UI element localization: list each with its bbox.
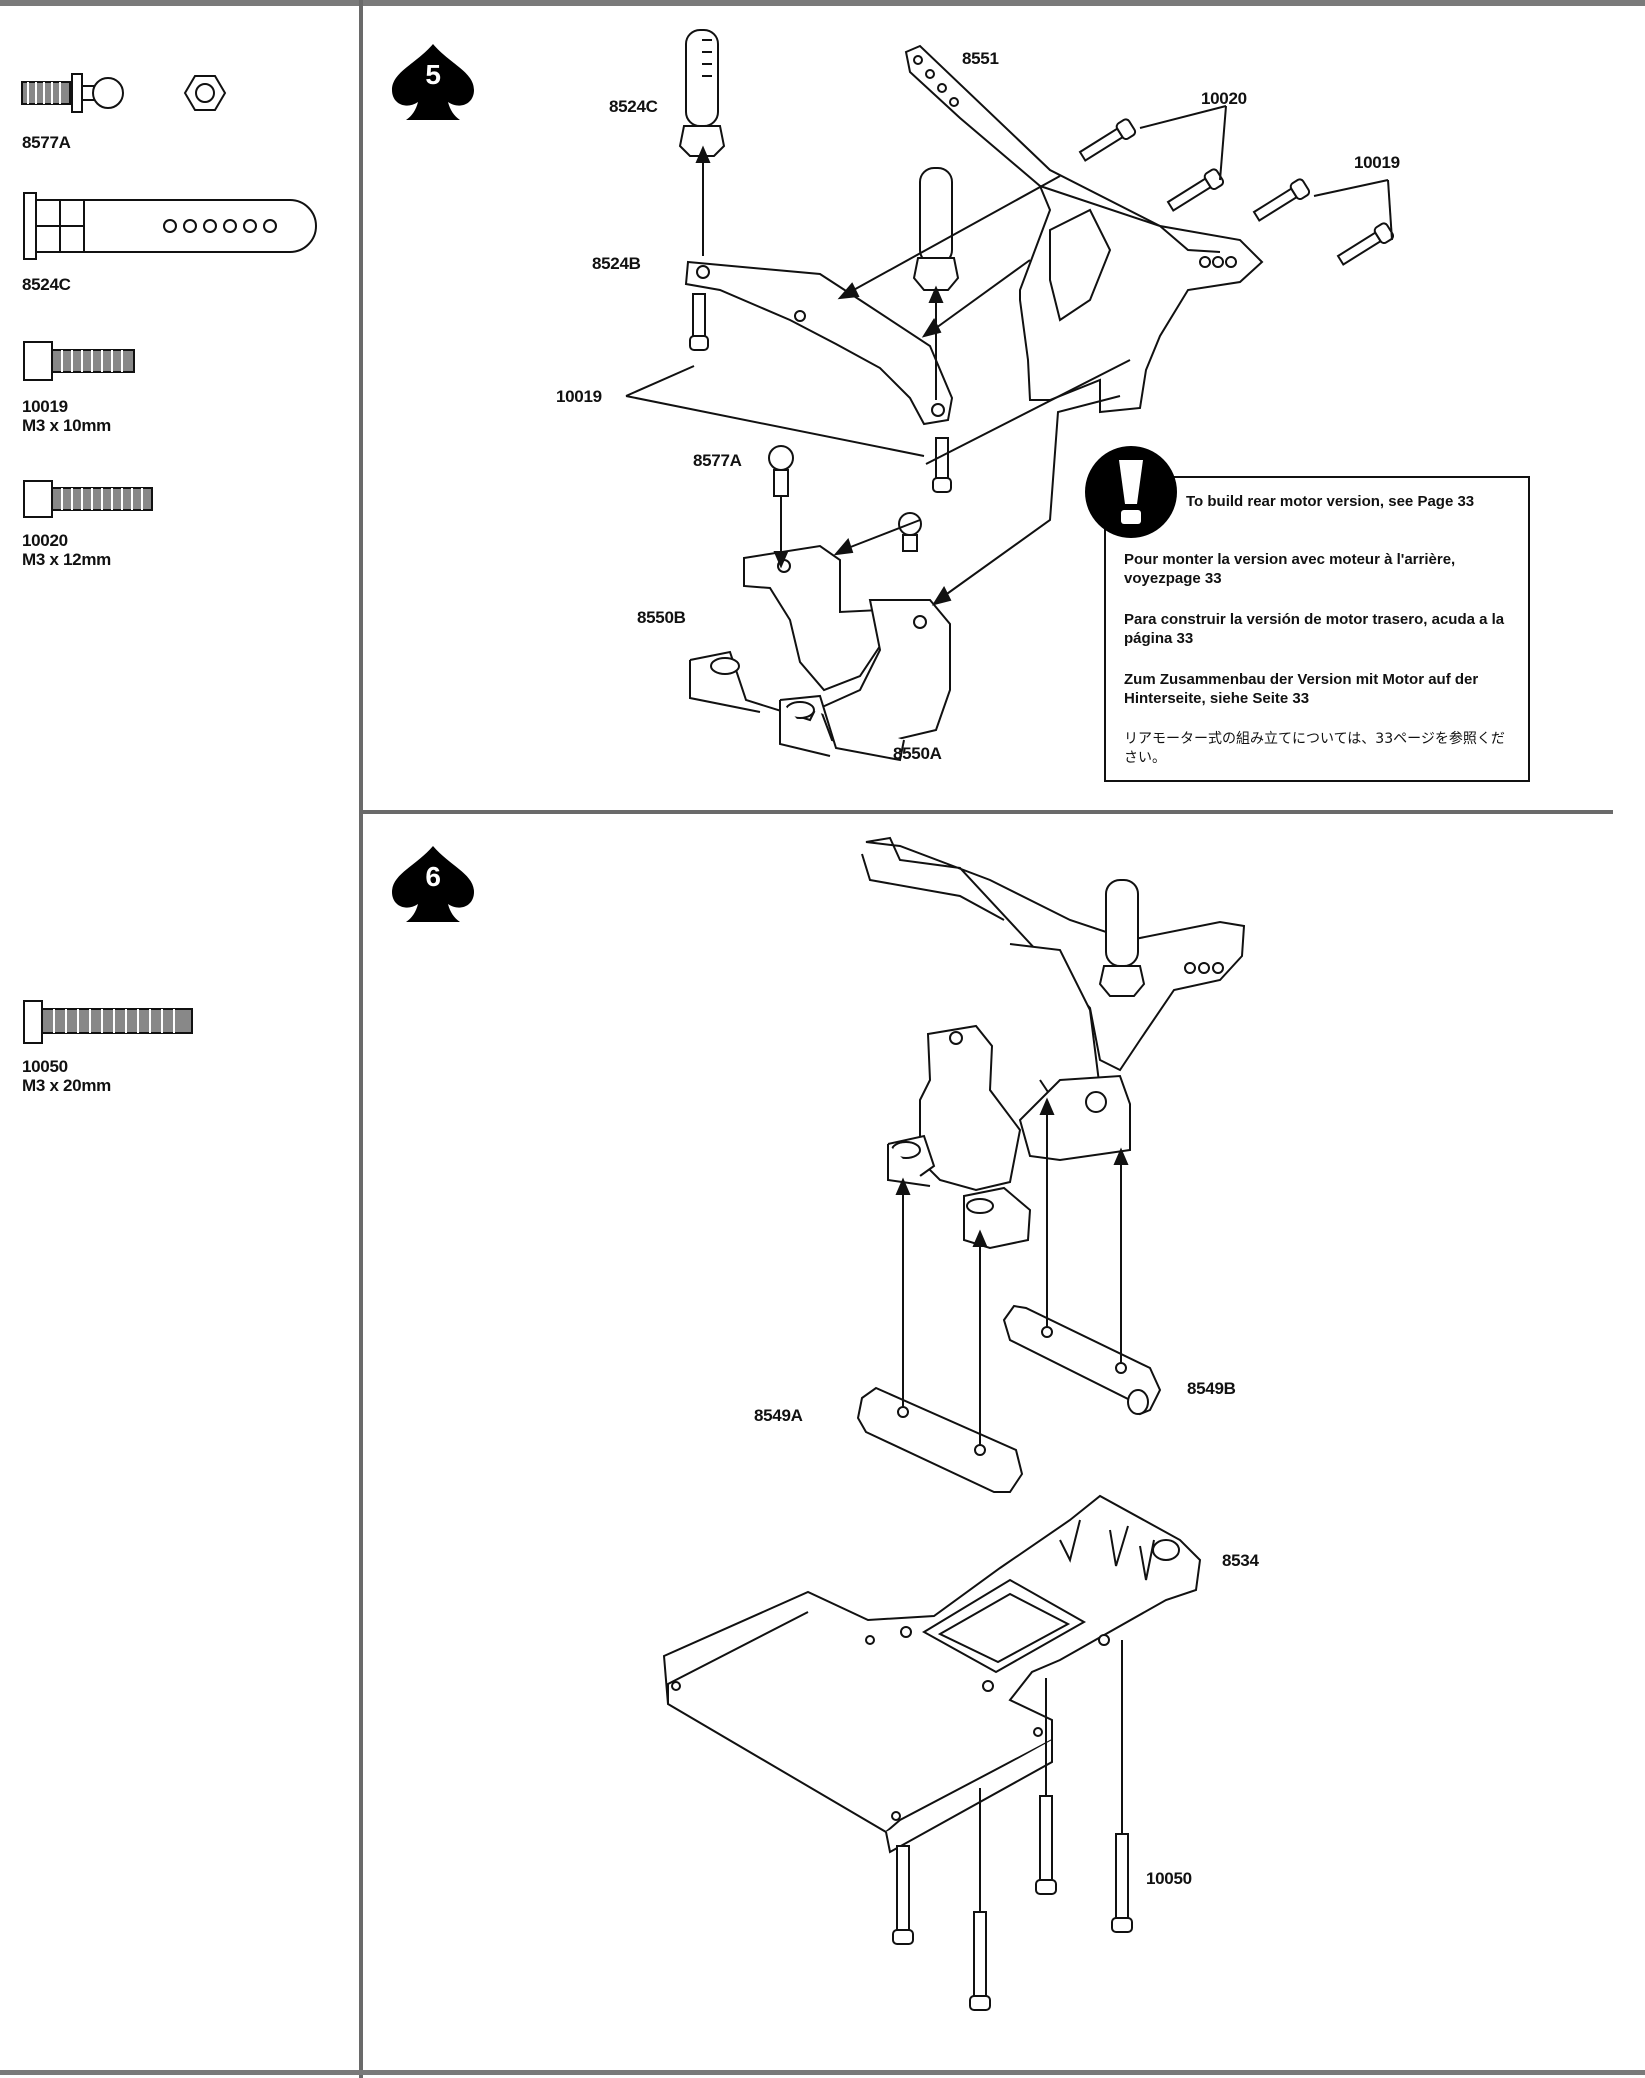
ball-stud-icon — [768, 445, 922, 552]
top-rule — [0, 0, 1645, 6]
bottom-rule — [0, 2070, 1645, 2075]
part-label-8524c: 8524C — [22, 275, 71, 294]
spade-step-icon — [392, 44, 474, 120]
label-8577a: 8577A — [693, 451, 742, 470]
step6-number: 6 — [425, 861, 441, 892]
part-label-10050: 10050 — [22, 1057, 68, 1076]
warning-exclamation-icon — [1085, 446, 1177, 538]
part-label-10020: 10020 — [22, 531, 68, 550]
body-post-upper-icon — [678, 29, 726, 157]
label-8550a: 8550A — [893, 744, 942, 763]
chassis-plate-8534-icon — [662, 1494, 1202, 1854]
body-post-lower-icon — [912, 167, 960, 291]
note-french: Pour monter la version avec moteur à l'a… — [1124, 551, 1456, 587]
screws-upper-icon — [1078, 118, 1395, 266]
bulkhead-8550a-icon — [779, 599, 951, 762]
label-8549a: 8549A — [754, 1406, 803, 1425]
part-size-10019: M3 x 10mm — [22, 416, 111, 435]
body-mount-8524b-icon — [684, 260, 954, 426]
parts-illustrations — [21, 73, 317, 1044]
column-divider — [359, 0, 363, 2078]
screw-10019-icon — [23, 341, 135, 381]
label-8524c: 8524C — [609, 97, 658, 116]
label-8550b: 8550B — [637, 608, 686, 627]
step5-number: 5 — [425, 59, 441, 90]
label-8524b: 8524B — [592, 254, 641, 273]
screw-10020-icon — [23, 480, 153, 518]
note-english: To build rear motor version, see Page 33 — [1186, 493, 1475, 510]
screw-left-icon — [689, 293, 709, 351]
screw-mid-icon — [932, 437, 952, 493]
label-10019-left: 10019 — [556, 387, 602, 406]
body-post-8524c-icon — [23, 192, 317, 260]
part-label-10019: 10019 — [22, 397, 68, 416]
step-divider — [363, 810, 1613, 814]
ball-stud-8577a-icon — [21, 73, 124, 113]
suspension-mount-8549a-icon — [856, 1386, 1024, 1493]
part-size-10050: M3 x 20mm — [22, 1076, 111, 1095]
note-japanese: リアモーター式の組み立てについては、33ページを参照ください。 — [1124, 731, 1505, 766]
suspension-mount-8549b-icon — [1002, 1304, 1162, 1416]
part-size-10020: M3 x 12mm — [22, 550, 111, 569]
rear-motor-note: To build rear motor version, see Page 33… — [1104, 476, 1530, 782]
label-10050: 10050 — [1146, 1869, 1192, 1888]
label-8551: 8551 — [962, 49, 999, 68]
note-spanish: Para construir la versión de motor trase… — [1124, 611, 1505, 647]
step5-assembly-drawing — [625, 29, 1395, 762]
parts-list: 8577A 8524C 10019 M3 x 10mm 10020 M3 x 1… — [0, 0, 359, 2078]
note-german: Zum Zusammenbau der Version mit Motor au… — [1124, 671, 1479, 707]
part-label-8577a: 8577A — [22, 133, 71, 152]
label-10020: 10020 — [1201, 89, 1247, 108]
nut-icon — [183, 75, 227, 111]
label-10019-right: 10019 — [1354, 153, 1400, 172]
label-8534: 8534 — [1222, 1551, 1259, 1570]
bulkhead-8550b-icon — [689, 544, 886, 722]
spade-step-icon — [392, 846, 474, 922]
screw-10050-icon — [23, 1000, 193, 1044]
label-8549b: 8549B — [1187, 1379, 1236, 1398]
rear-tower-assembly-icon — [861, 836, 1246, 1112]
shock-tower-8551-icon — [904, 44, 1264, 414]
